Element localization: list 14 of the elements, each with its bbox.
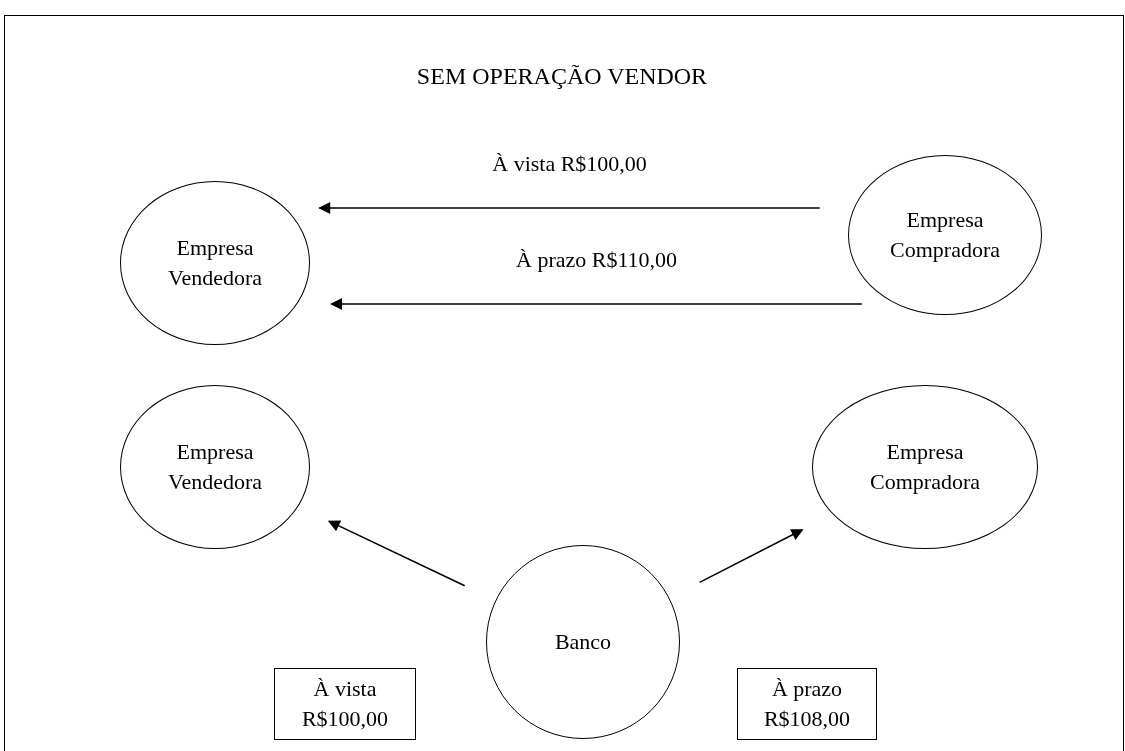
text-box — [274, 668, 416, 740]
text-box — [737, 668, 877, 740]
arrow — [318, 202, 821, 214]
node-label: Empresa Compradora — [869, 438, 981, 496]
node-label: Empresa Compradora — [889, 206, 1001, 264]
arrow — [330, 298, 863, 310]
arrow — [698, 529, 804, 584]
node-label: Banco — [554, 628, 612, 657]
node-label: À prazo R$108,00 — [762, 675, 852, 733]
diagram-title: SEM OPERAÇÃO VENDOR — [416, 64, 708, 88]
node-label: Empresa Vendedora — [166, 438, 264, 496]
node-label: À vista R$100,00 — [300, 675, 390, 733]
arrow — [327, 520, 466, 587]
node-label: Empresa Vendedora — [166, 234, 264, 292]
